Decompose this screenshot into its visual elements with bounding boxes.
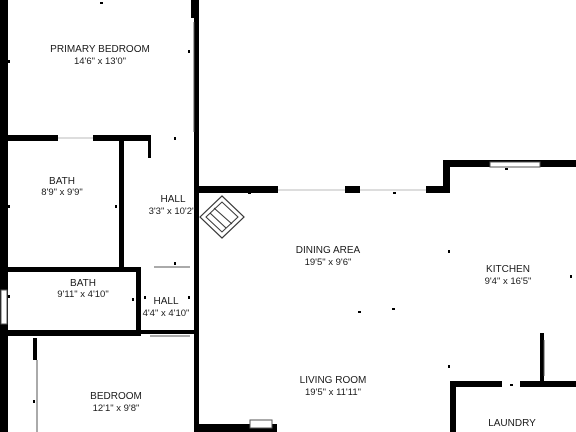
wall-laundry-top-right: [520, 381, 576, 387]
fireplace-hatch-1: [209, 212, 227, 229]
wall-hall1-stub: [148, 138, 151, 158]
tick: [448, 250, 450, 253]
room-dim-hall-1: 3'3" x 10'2": [149, 206, 196, 217]
tick: [174, 262, 176, 265]
tick: [188, 296, 190, 299]
tick: [393, 192, 396, 194]
room-dim-hall-2: 4'4" x 4'10": [143, 308, 190, 319]
openings: [0, 22, 545, 432]
tick: [505, 168, 508, 170]
wall-dining-top-right: [426, 186, 448, 193]
room-dim-living-room: 19'5" x 11'11": [305, 387, 361, 398]
room-labels: PRIMARY BEDROOM 14'6" x 13'0" BATH 8'9" …: [41, 44, 536, 429]
tick: [100, 2, 103, 4]
wall-living-bottom: [199, 424, 277, 432]
fireplace-hatch-2: [213, 207, 233, 225]
wall-dining-top-left: [194, 186, 278, 193]
tick: [174, 137, 176, 140]
room-name-bath-1: BATH: [49, 176, 75, 187]
tick: [144, 296, 146, 299]
dimension-ticks: [8, 2, 572, 403]
window-bath2: [0, 289, 8, 325]
fireplace-icon: [199, 195, 245, 239]
tick: [392, 308, 395, 310]
wall-hall2-bottom: [141, 330, 195, 334]
tick: [510, 384, 513, 386]
wall-central-vertical: [194, 0, 199, 432]
tick: [248, 192, 251, 194]
room-name-laundry: LAUNDRY: [488, 418, 536, 429]
tick: [358, 311, 361, 313]
room-name-living-room: LIVING ROOM: [300, 375, 367, 386]
window-living: [249, 419, 273, 429]
tick: [448, 365, 450, 368]
wall-dining-top-mid: [345, 186, 360, 193]
room-dim-kitchen: 9'4" x 16'5": [485, 276, 532, 287]
room-name-bath-2: BATH: [70, 278, 96, 289]
wall-kitchen-closet: [540, 333, 544, 383]
room-name-dining-area: DINING AREA: [296, 245, 361, 256]
wall-primary-bottom-left: [0, 135, 58, 141]
tick: [132, 298, 134, 301]
room-dim-dining-area: 19'5" x 9'6": [305, 257, 352, 268]
room-dim-primary-bedroom: 14'6" x 13'0": [74, 56, 126, 67]
tick: [188, 50, 190, 53]
wall-left-exterior: [0, 0, 8, 432]
fireplace-inner: [205, 201, 239, 233]
room-name-kitchen: KITCHEN: [486, 264, 530, 275]
fireplace: [199, 195, 245, 239]
room-dim-bedroom: 12'1" x 9'8": [93, 403, 140, 414]
tick: [8, 60, 10, 63]
tick: [115, 205, 117, 208]
room-dim-bath-1: 8'9" x 9'9": [41, 187, 83, 198]
tick: [33, 400, 35, 403]
wall-bath2-right: [136, 267, 141, 333]
room-name-hall-2: HALL: [153, 296, 178, 307]
wall-laundry-top-left: [450, 381, 502, 387]
window-kitchen: [489, 161, 541, 168]
room-dim-bath-2: 9'11" x 4'10": [57, 289, 108, 300]
wall-kitchen-left-upper: [443, 162, 450, 193]
wall-laundry-left: [450, 381, 456, 432]
room-name-hall-1: HALL: [160, 194, 185, 205]
wall-bath1-right: [119, 138, 124, 270]
wall-bath2-bottom: [0, 330, 141, 336]
tick: [8, 205, 10, 208]
room-name-primary-bedroom: PRIMARY BEDROOM: [50, 44, 150, 55]
wall-bedroom-stub: [33, 338, 37, 360]
tick: [8, 295, 10, 298]
tick: [570, 275, 572, 278]
room-name-bedroom: BEDROOM: [90, 391, 142, 402]
wall-bath1-bottom: [0, 267, 140, 272]
